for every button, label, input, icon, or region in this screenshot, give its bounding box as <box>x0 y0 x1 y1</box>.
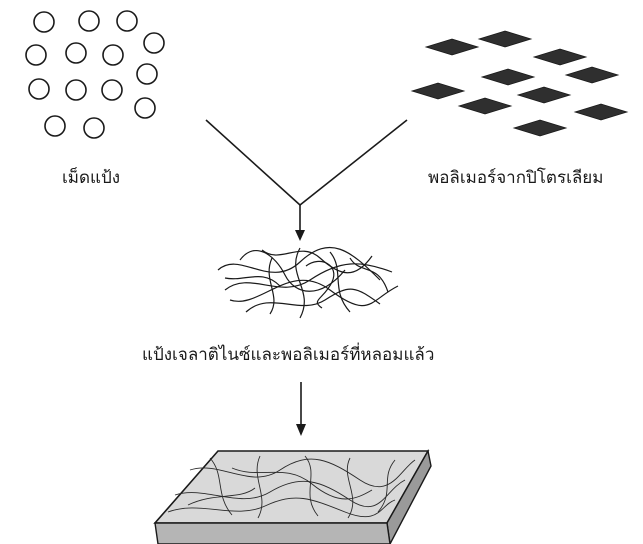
starch-granule <box>103 45 123 65</box>
polymer-particle <box>459 98 511 114</box>
starch-granule <box>102 80 122 100</box>
sheet-front-face <box>155 523 390 544</box>
starch-granule <box>66 43 86 63</box>
starch-granule <box>45 116 65 136</box>
starch-granule <box>84 118 104 138</box>
starch-granule <box>66 80 86 100</box>
starch-granule <box>137 64 157 84</box>
label-petroleum-polymer: พอลิเมอร์จากปิโตรเลียม <box>428 164 603 191</box>
arrow-head-1 <box>295 230 305 241</box>
merge-lines <box>206 120 407 234</box>
polymer-particle <box>514 120 566 136</box>
polymer-particle <box>518 87 570 103</box>
starch-granule <box>26 45 46 65</box>
polymer-particle <box>575 104 627 120</box>
label-melted-mixture: แป้งเจลาติไนซ์และพอลิเมอร์ที่หลอมแล้ว <box>142 341 434 368</box>
starch-granule <box>29 79 49 99</box>
starch-granules-group <box>26 11 164 138</box>
starch-granule <box>135 98 155 118</box>
starch-granule <box>34 12 54 32</box>
polymer-particles-group <box>412 31 627 136</box>
arrow-head-2 <box>296 424 306 436</box>
starch-granule <box>79 11 99 31</box>
polymer-particle <box>534 49 586 65</box>
starch-granule <box>117 11 137 31</box>
polymer-particle <box>482 69 534 85</box>
label-starch-granules: เม็ดแป้ง <box>62 164 120 191</box>
starch-granule <box>144 33 164 53</box>
polymer-particle <box>426 39 478 55</box>
composite-sheet <box>155 451 431 544</box>
polymer-particle <box>479 31 531 47</box>
tangled-chains <box>218 247 398 318</box>
polymer-particle <box>566 67 618 83</box>
polymer-particle <box>412 83 464 99</box>
